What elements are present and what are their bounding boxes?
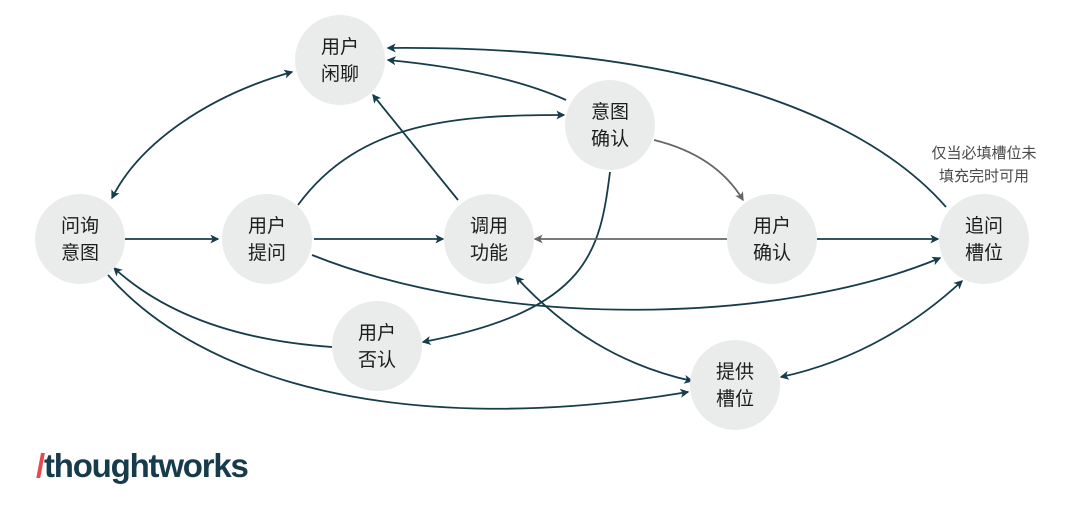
node-label-line: 意图 — [591, 101, 629, 123]
edge-user-question-follow-up-slot — [311, 254, 942, 311]
follow-up-slot-note: 仅当必填槽位未 填充完时可用 — [931, 144, 1036, 185]
node-call-function: 调用 功能 — [444, 194, 534, 284]
edge-user-deny-ask-intent — [113, 267, 333, 348]
edge-follow-up-slot-user-chat — [386, 43, 947, 208]
node-label-line: 槽位 — [965, 242, 1003, 264]
node-label-line: 调用 — [470, 215, 508, 237]
thoughtworks-logo: /thoughtworks — [36, 446, 249, 486]
node-label-line: 否认 — [358, 349, 396, 371]
node-ask-intent: 问询 意图 — [35, 194, 125, 284]
node-label-line: 提供 — [716, 361, 754, 383]
node-label-line: 功能 — [470, 242, 508, 264]
node-provide-slot: 提供 槽位 — [690, 340, 780, 430]
edge-provide-slot-follow-up-slot — [779, 280, 963, 380]
edge-call-function-provide-slot — [515, 276, 694, 384]
edge-intent-confirm-user-confirm — [653, 139, 744, 202]
node-label-line: 问询 — [61, 215, 99, 237]
edge-ask-intent-provide-slot — [107, 274, 690, 410]
node-label-line: 追问 — [965, 215, 1003, 237]
edge-user-question-intent-confirm — [297, 110, 566, 206]
node-label-line: 用户 — [753, 215, 791, 237]
node-label-line: 用户 — [321, 36, 359, 58]
note-line: 仅当必填槽位未 — [931, 144, 1036, 162]
node-label-line: 确认 — [591, 128, 629, 150]
node-label-line: 用户 — [248, 215, 286, 237]
node-user-chat: 用户 闲聊 — [295, 15, 385, 105]
note-line: 填充完时可用 — [939, 167, 1029, 185]
node-label-line: 用户 — [358, 322, 396, 344]
node-follow-up-slot: 追问 槽位 — [939, 194, 1029, 284]
node-user-confirm: 用户 确认 — [727, 194, 817, 284]
node-user-question: 用户 提问 — [222, 194, 312, 284]
node-label-line: 槽位 — [716, 388, 754, 410]
node-label-line: 提问 — [248, 242, 286, 264]
node-label-line: 意图 — [61, 242, 99, 264]
edge-ask-intent-user-chat — [111, 69, 294, 200]
edge-intent-confirm-user-chat — [386, 56, 567, 101]
node-user-deny: 用户 否认 — [332, 301, 422, 391]
node-intent-confirm: 意图 确认 — [565, 80, 655, 170]
logo-wordmark: thoughtworks — [43, 447, 249, 484]
edge-call-function-user-chat — [372, 93, 459, 201]
node-label-line: 确认 — [753, 242, 791, 264]
logo-slash: / — [36, 447, 45, 484]
node-label-line: 闲聊 — [321, 63, 359, 85]
edge-intent-confirm-user-deny — [421, 171, 611, 345]
